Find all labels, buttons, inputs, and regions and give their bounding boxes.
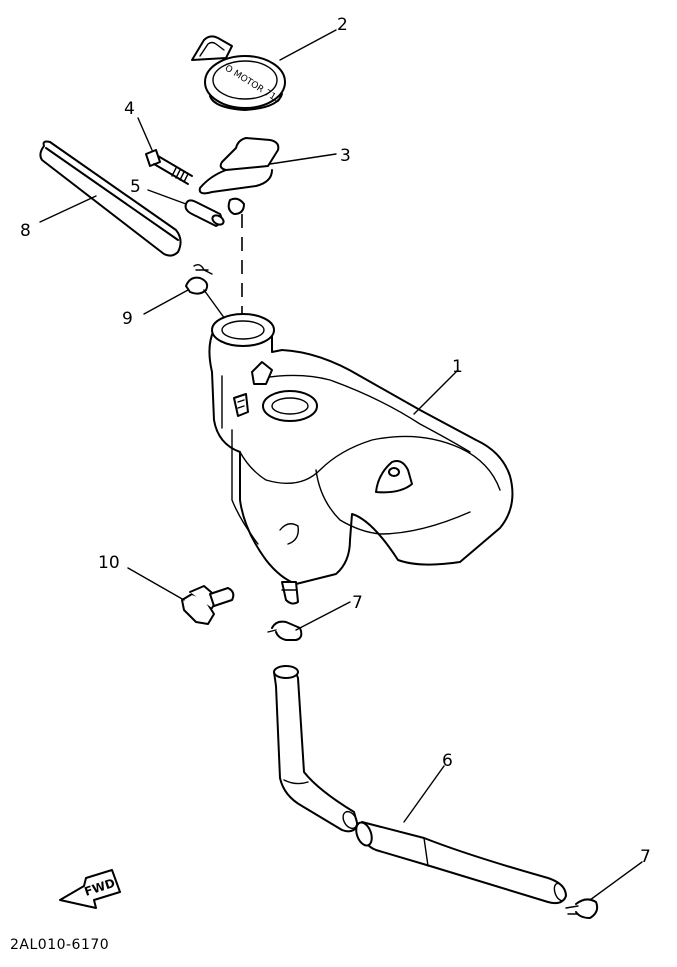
bolt-part-4	[145, 149, 193, 185]
callout-7-upper: 7	[352, 593, 363, 613]
leader-10	[127, 567, 185, 601]
clip-part-7-lower	[565, 898, 599, 919]
leader-9	[143, 289, 189, 315]
drawing-code: 2AL010-6170	[10, 937, 109, 953]
cap-strap-part	[198, 137, 280, 215]
callout-3: 3	[340, 146, 351, 166]
callouts: 1 2 3 4 5 6 7 7 8 9 10	[20, 15, 651, 901]
callout-9: 9	[122, 309, 133, 329]
leader-7-upper	[295, 601, 351, 631]
leader-6	[403, 765, 445, 823]
tank-part	[208, 313, 514, 605]
breather-hose-part	[39, 140, 182, 257]
leader-8	[39, 195, 97, 223]
collar-part	[184, 199, 225, 227]
callout-10: 10	[98, 553, 120, 573]
leader-2	[279, 29, 337, 61]
cap-part: O MOTOR 710	[191, 35, 286, 111]
callout-7-lower: 7	[640, 847, 651, 867]
fwd-arrow-icon: FWD	[59, 869, 121, 909]
callout-1: 1	[452, 357, 463, 377]
callout-2: 2	[337, 15, 348, 35]
leader-1	[413, 369, 459, 415]
bolt-part-10	[181, 585, 235, 625]
clip-part-9	[185, 263, 213, 295]
leader-5	[147, 189, 187, 205]
callout-6: 6	[442, 751, 453, 771]
leader-3	[269, 153, 337, 165]
callout-8: 8	[20, 221, 31, 241]
callout-4: 4	[124, 99, 135, 119]
hose-part	[273, 665, 567, 905]
clip-part-7-upper	[267, 620, 303, 641]
leader-7-lower	[589, 861, 643, 901]
leader-4	[137, 117, 153, 151]
callout-5: 5	[130, 177, 141, 197]
